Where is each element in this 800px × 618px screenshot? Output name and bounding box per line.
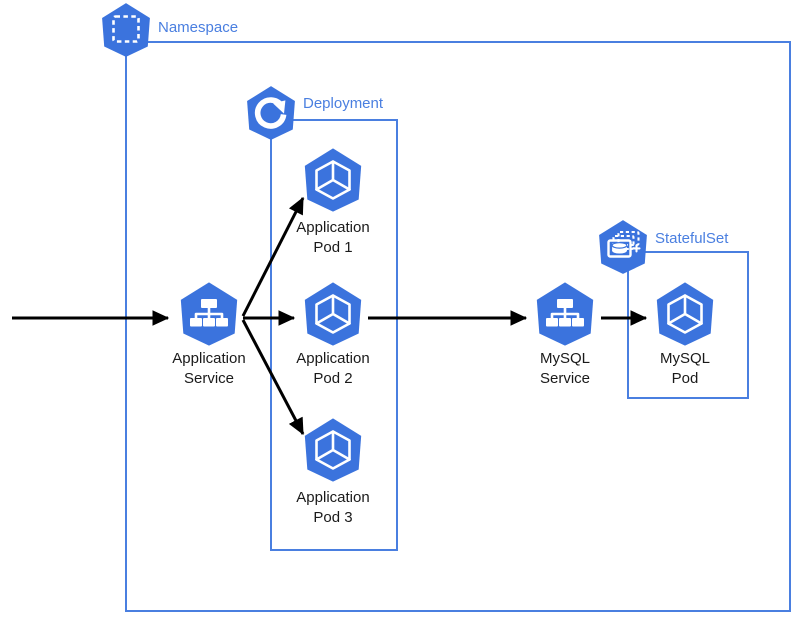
mysql-pod-label: MySQL Pod <box>660 350 710 387</box>
pod-cube-glyph <box>315 160 351 200</box>
service-hierarchy-tree-glyph <box>190 299 228 327</box>
application-service-icon <box>180 282 238 346</box>
service-hierarchy-tree-glyph <box>546 299 584 327</box>
statefulset-box <box>627 251 749 399</box>
deployment-box <box>270 119 398 551</box>
namespace-box <box>125 41 791 612</box>
namespace-dashed-square-glyph <box>112 15 140 43</box>
application-service-label-line-1: Application <box>172 350 245 367</box>
deployment-icon <box>247 86 295 140</box>
application-pod-1-label-line-2: Pod 1 <box>313 239 352 256</box>
flow-arrows <box>12 196 648 436</box>
application-pod-2-label-line-2: Pod 2 <box>313 370 352 387</box>
group-connectors <box>125 56 629 302</box>
mysql-pod-label-line-1: MySQL <box>660 350 710 367</box>
mysql-service-label-line-1: MySQL <box>540 350 590 367</box>
mysql-pod-label-line-2: Pod <box>672 370 699 387</box>
statefulset-stacked-database-glyph <box>607 230 641 258</box>
deployment-group-label: Deployment <box>303 95 384 112</box>
application-pod-2-label: Application Pod 2 <box>296 350 369 387</box>
mysql-service-label: MySQL Service <box>540 350 590 387</box>
application-pod-1-label: Application Pod 1 <box>296 219 369 256</box>
application-pod-1-icon <box>304 148 362 212</box>
application-service-label-line-2: Service <box>184 370 234 387</box>
application-pod-3-icon <box>304 418 362 482</box>
pod-cube-glyph <box>667 294 703 334</box>
mysql-service-label-line-2: Service <box>540 370 590 387</box>
group-boxes <box>125 41 791 612</box>
application-pod-3-label-line-2: Pod 3 <box>313 509 352 526</box>
namespace-icon <box>102 3 150 57</box>
application-pod-1-label-line-1: Application <box>296 219 369 236</box>
edge-app-service-to-pod-3 <box>241 319 305 436</box>
application-pod-3-label: Application Pod 3 <box>296 489 369 526</box>
application-pod-3-label-line-1: Application <box>296 489 369 506</box>
pod-cube-glyph <box>315 430 351 470</box>
application-pod-2-icon <box>304 282 362 346</box>
namespace-group-label: Namespace <box>158 19 238 36</box>
statefulset-icon <box>599 220 647 274</box>
mysql-pod-icon <box>656 282 714 346</box>
pod-cube-glyph <box>315 294 351 334</box>
deployment-circular-arrow-glyph <box>254 97 287 129</box>
statefulset-group-label: StatefulSet <box>655 230 729 247</box>
edge-app-service-to-pod-1 <box>241 196 305 317</box>
application-pod-2-label-line-1: Application <box>296 350 369 367</box>
application-service-label: Application Service <box>172 350 245 387</box>
mysql-service-icon <box>536 282 594 346</box>
